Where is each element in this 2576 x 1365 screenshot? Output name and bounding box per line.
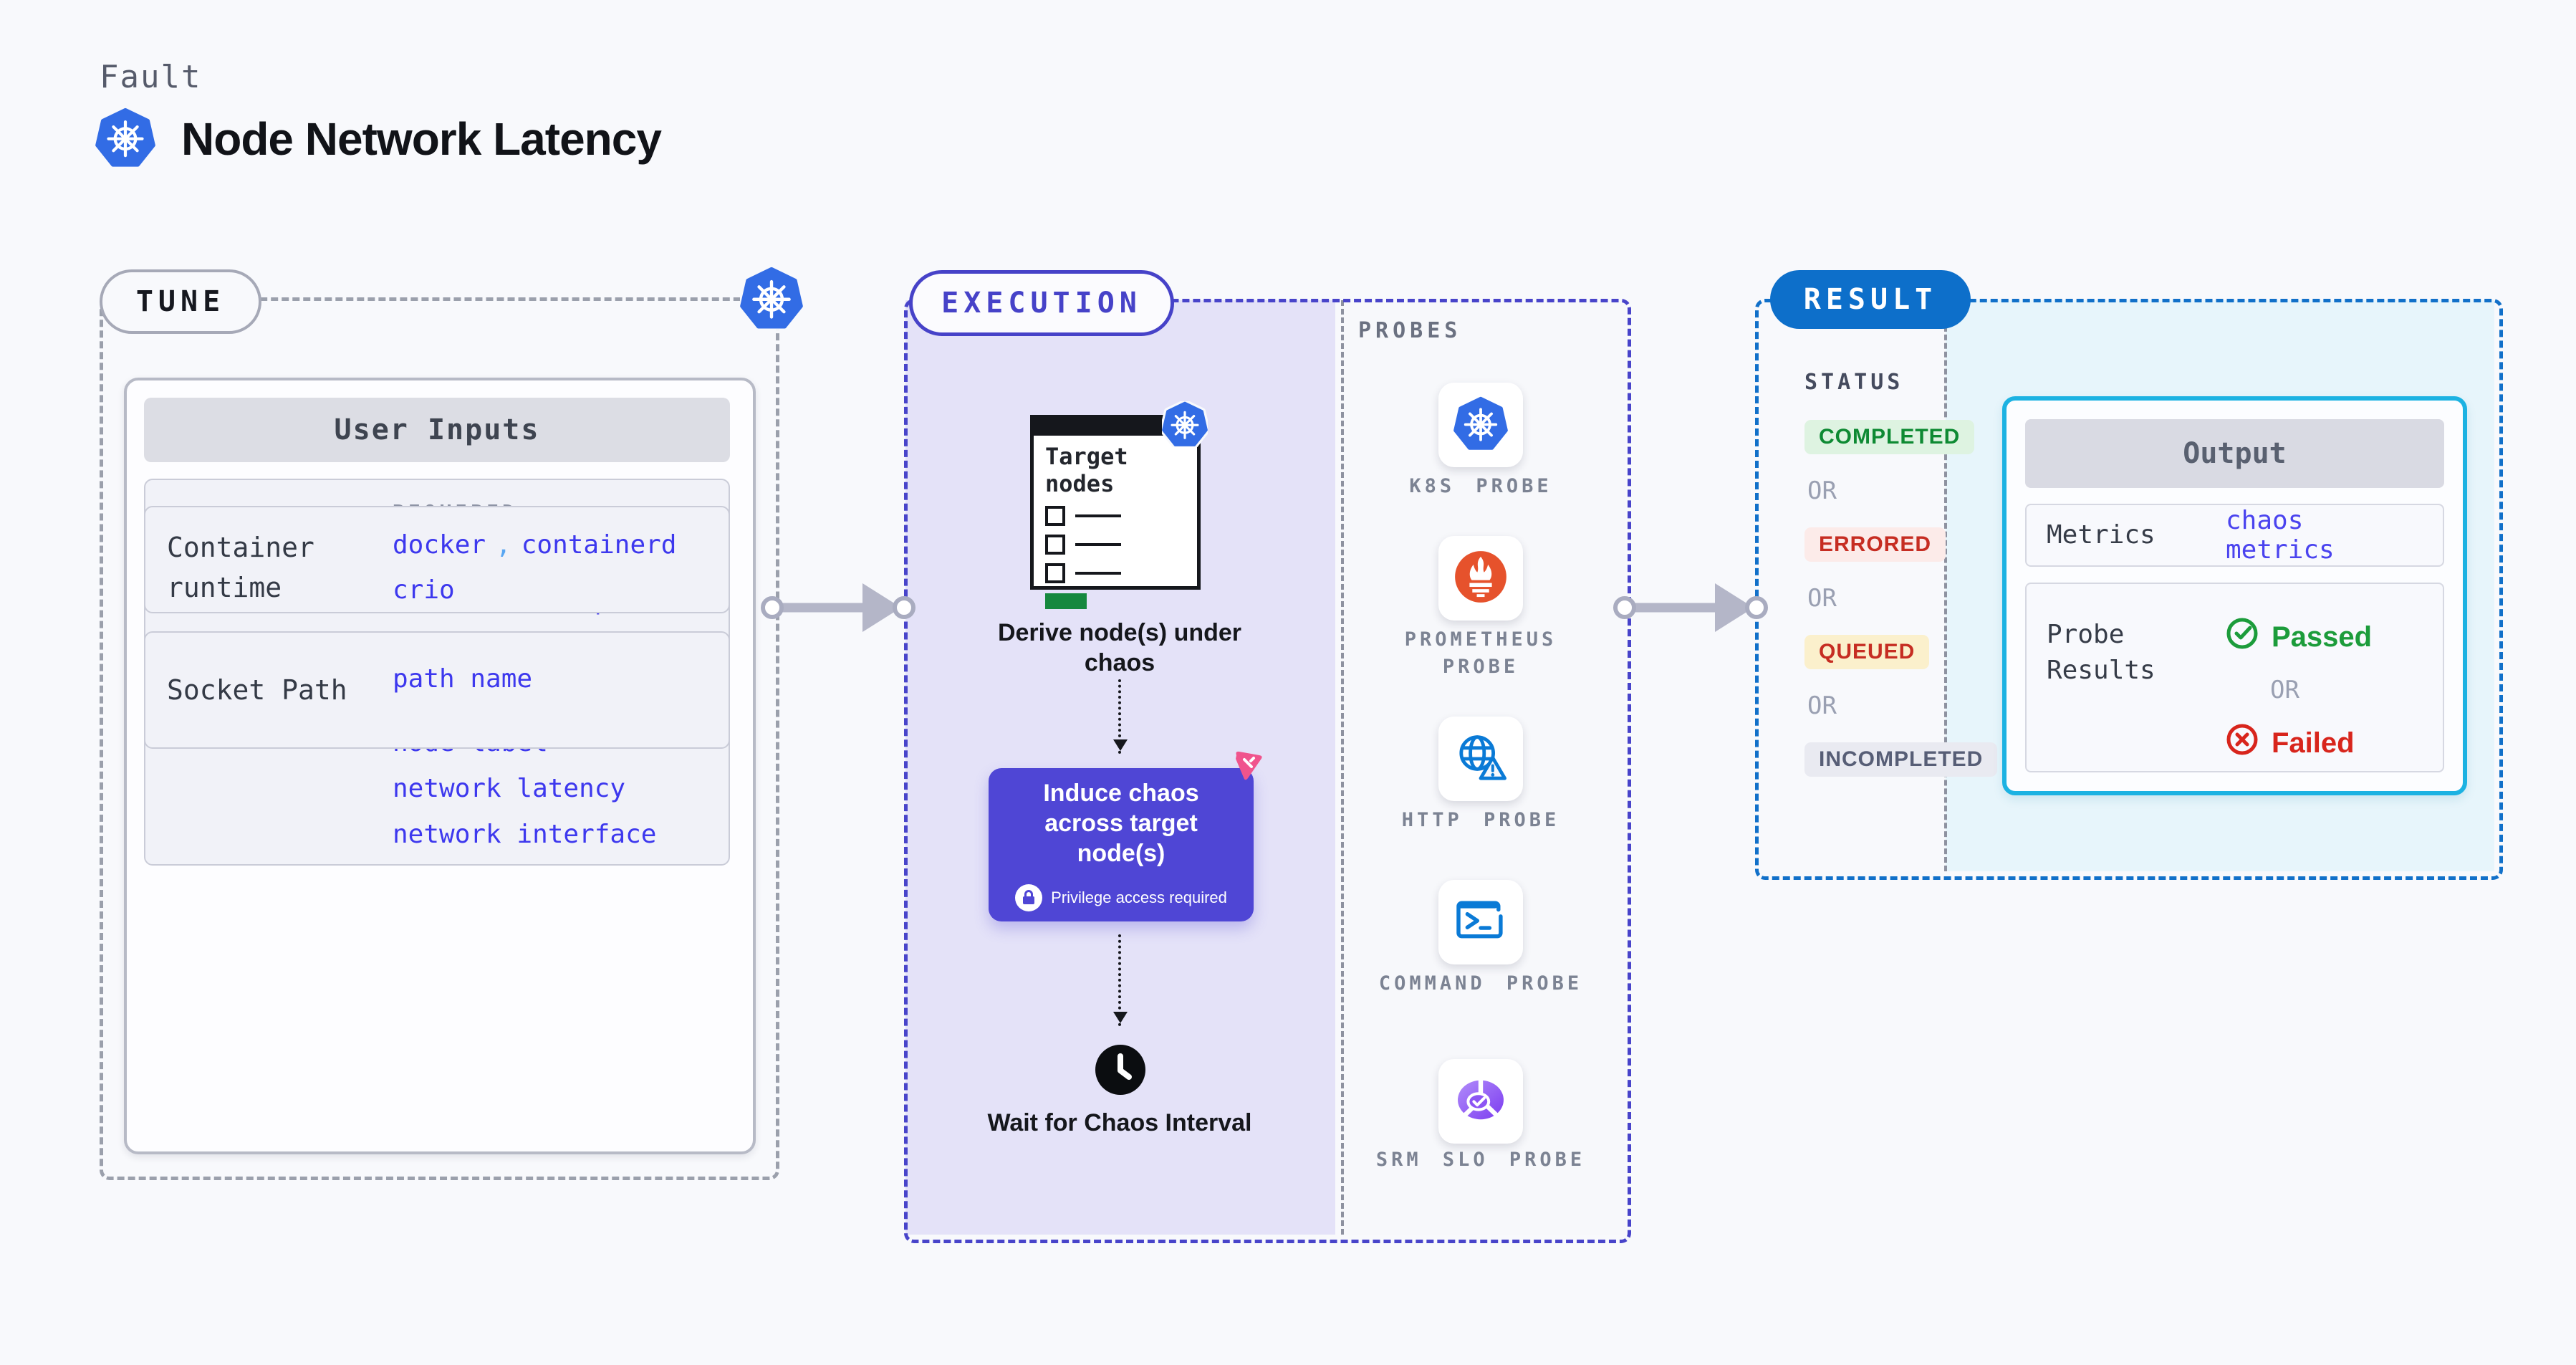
clock-icon bbox=[1094, 1043, 1147, 1099]
probe-label: HTTP PROBE bbox=[1401, 809, 1560, 831]
or-separator: OR bbox=[2270, 676, 2299, 704]
runtime-value-docker[interactable]: docker bbox=[393, 530, 486, 560]
probe-card-srm-slo[interactable] bbox=[1438, 1059, 1523, 1144]
probe-label: K8S PROBE bbox=[1409, 475, 1552, 497]
output-card: Output Metrics chaos metrics Probe Resul… bbox=[2002, 396, 2467, 795]
input-link-network-interface[interactable]: network interface bbox=[393, 820, 657, 849]
failed-x-icon bbox=[2226, 723, 2259, 763]
wait-interval-caption: Wait for Chaos Interval bbox=[987, 1109, 1252, 1136]
derive-nodes-caption: Derive node(s) under chaos bbox=[997, 619, 1242, 676]
status-list: COMPLETED OR ERRORED OR QUEUED OR INCOMP… bbox=[1804, 420, 1998, 777]
output-header: Output bbox=[2025, 419, 2444, 488]
status-badge-errored: ERRORED bbox=[1804, 527, 1946, 562]
page-title: Node Network Latency bbox=[181, 113, 662, 165]
tune-to-execution-arrow bbox=[761, 578, 915, 641]
flow-arrow-down bbox=[1113, 679, 1128, 754]
chaos-litmus-icon bbox=[1226, 745, 1267, 788]
container-runtime-row: Container runtime docker , containerd cr… bbox=[144, 506, 730, 613]
kubernetes-icon bbox=[95, 107, 155, 171]
input-link-network-latency[interactable]: network latency bbox=[393, 774, 626, 803]
probe-card-prometheus[interactable] bbox=[1438, 536, 1523, 621]
probes-label: PROBES bbox=[1358, 318, 1462, 343]
probe-card-k8s[interactable] bbox=[1438, 383, 1523, 467]
checkbox-row bbox=[1045, 563, 1186, 583]
metrics-label: Metrics bbox=[2047, 520, 2156, 550]
metrics-row: Metrics chaos metrics bbox=[2025, 504, 2444, 567]
checkbox-row bbox=[1045, 506, 1186, 526]
status-badge-completed: COMPLETED bbox=[1804, 420, 1975, 454]
kubernetes-icon bbox=[740, 267, 803, 332]
execution-to-result-arrow bbox=[1613, 578, 1768, 641]
or-separator: OR bbox=[1807, 691, 1837, 720]
probe-card-http[interactable] bbox=[1438, 717, 1523, 801]
user-inputs-header: User Inputs bbox=[144, 398, 730, 462]
prometheus-icon bbox=[1453, 549, 1509, 608]
target-nodes-title: Target nodes bbox=[1045, 443, 1128, 497]
slo-gauge-icon bbox=[1452, 1074, 1509, 1129]
runtime-value-crio[interactable]: crio bbox=[393, 575, 455, 605]
status-label: STATUS bbox=[1804, 370, 1904, 395]
container-runtime-label: Container runtime bbox=[167, 532, 314, 603]
runtime-separator: , bbox=[496, 530, 511, 560]
or-separator: OR bbox=[1807, 476, 1837, 505]
passed-check-icon bbox=[2226, 617, 2259, 657]
result-badge: RESULT bbox=[1770, 270, 1971, 329]
socket-path-row: Socket Path path name bbox=[144, 631, 730, 749]
tune-badge: TUNE bbox=[100, 269, 261, 334]
status-divider bbox=[1944, 300, 1947, 871]
or-separator: OR bbox=[1807, 584, 1837, 613]
checkbox-row bbox=[1045, 535, 1186, 555]
checkbox-icon bbox=[1045, 563, 1065, 583]
target-nodes-window: Target nodes bbox=[1030, 415, 1201, 609]
runtime-value-containerd[interactable]: containerd bbox=[521, 530, 677, 560]
kubernetes-icon bbox=[1453, 396, 1508, 454]
socket-path-label: Socket Path bbox=[167, 674, 347, 706]
fault-kicker: Fault bbox=[100, 59, 202, 95]
status-badge-incompleted: INCOMPLETED bbox=[1804, 742, 1998, 777]
execution-badge: EXECUTION bbox=[909, 270, 1174, 336]
probe-results-label: Probe Results bbox=[2047, 620, 2156, 685]
http-globe-icon bbox=[1452, 730, 1509, 787]
induce-chaos-box: Induce chaos across target node(s) Privi… bbox=[989, 768, 1254, 921]
kubernetes-icon bbox=[1162, 401, 1208, 450]
status-badge-queued: QUEUED bbox=[1804, 635, 1930, 669]
passed-label: Passed bbox=[2272, 621, 2373, 653]
metrics-value-link[interactable]: chaos metrics bbox=[2226, 506, 2335, 565]
failed-label: Failed bbox=[2272, 727, 2355, 759]
execution-section-border bbox=[904, 299, 1631, 1243]
induce-chaos-title: Induce chaos across target node(s) bbox=[1043, 780, 1199, 867]
probe-label: COMMAND PROBE bbox=[1378, 972, 1583, 995]
terminal-icon bbox=[1453, 899, 1509, 946]
flow-arrow-down bbox=[1113, 934, 1128, 1026]
probe-card-command[interactable] bbox=[1438, 880, 1523, 964]
probe-label: SRM SLO PROBE bbox=[1375, 1149, 1586, 1171]
privilege-note: Privilege access required bbox=[1051, 889, 1227, 906]
checkbox-icon bbox=[1045, 535, 1065, 555]
socket-path-value[interactable]: path name bbox=[393, 664, 533, 694]
progress-bar bbox=[1045, 593, 1087, 609]
tune-section-border bbox=[100, 297, 779, 1180]
lock-icon bbox=[1015, 884, 1043, 911]
probe-results-row: Probe Results Passed OR bbox=[2025, 583, 2444, 772]
probe-label: PROMETHEUS PROBE bbox=[1404, 628, 1557, 678]
checkbox-icon bbox=[1045, 506, 1065, 526]
result-section-border bbox=[1755, 299, 2503, 880]
